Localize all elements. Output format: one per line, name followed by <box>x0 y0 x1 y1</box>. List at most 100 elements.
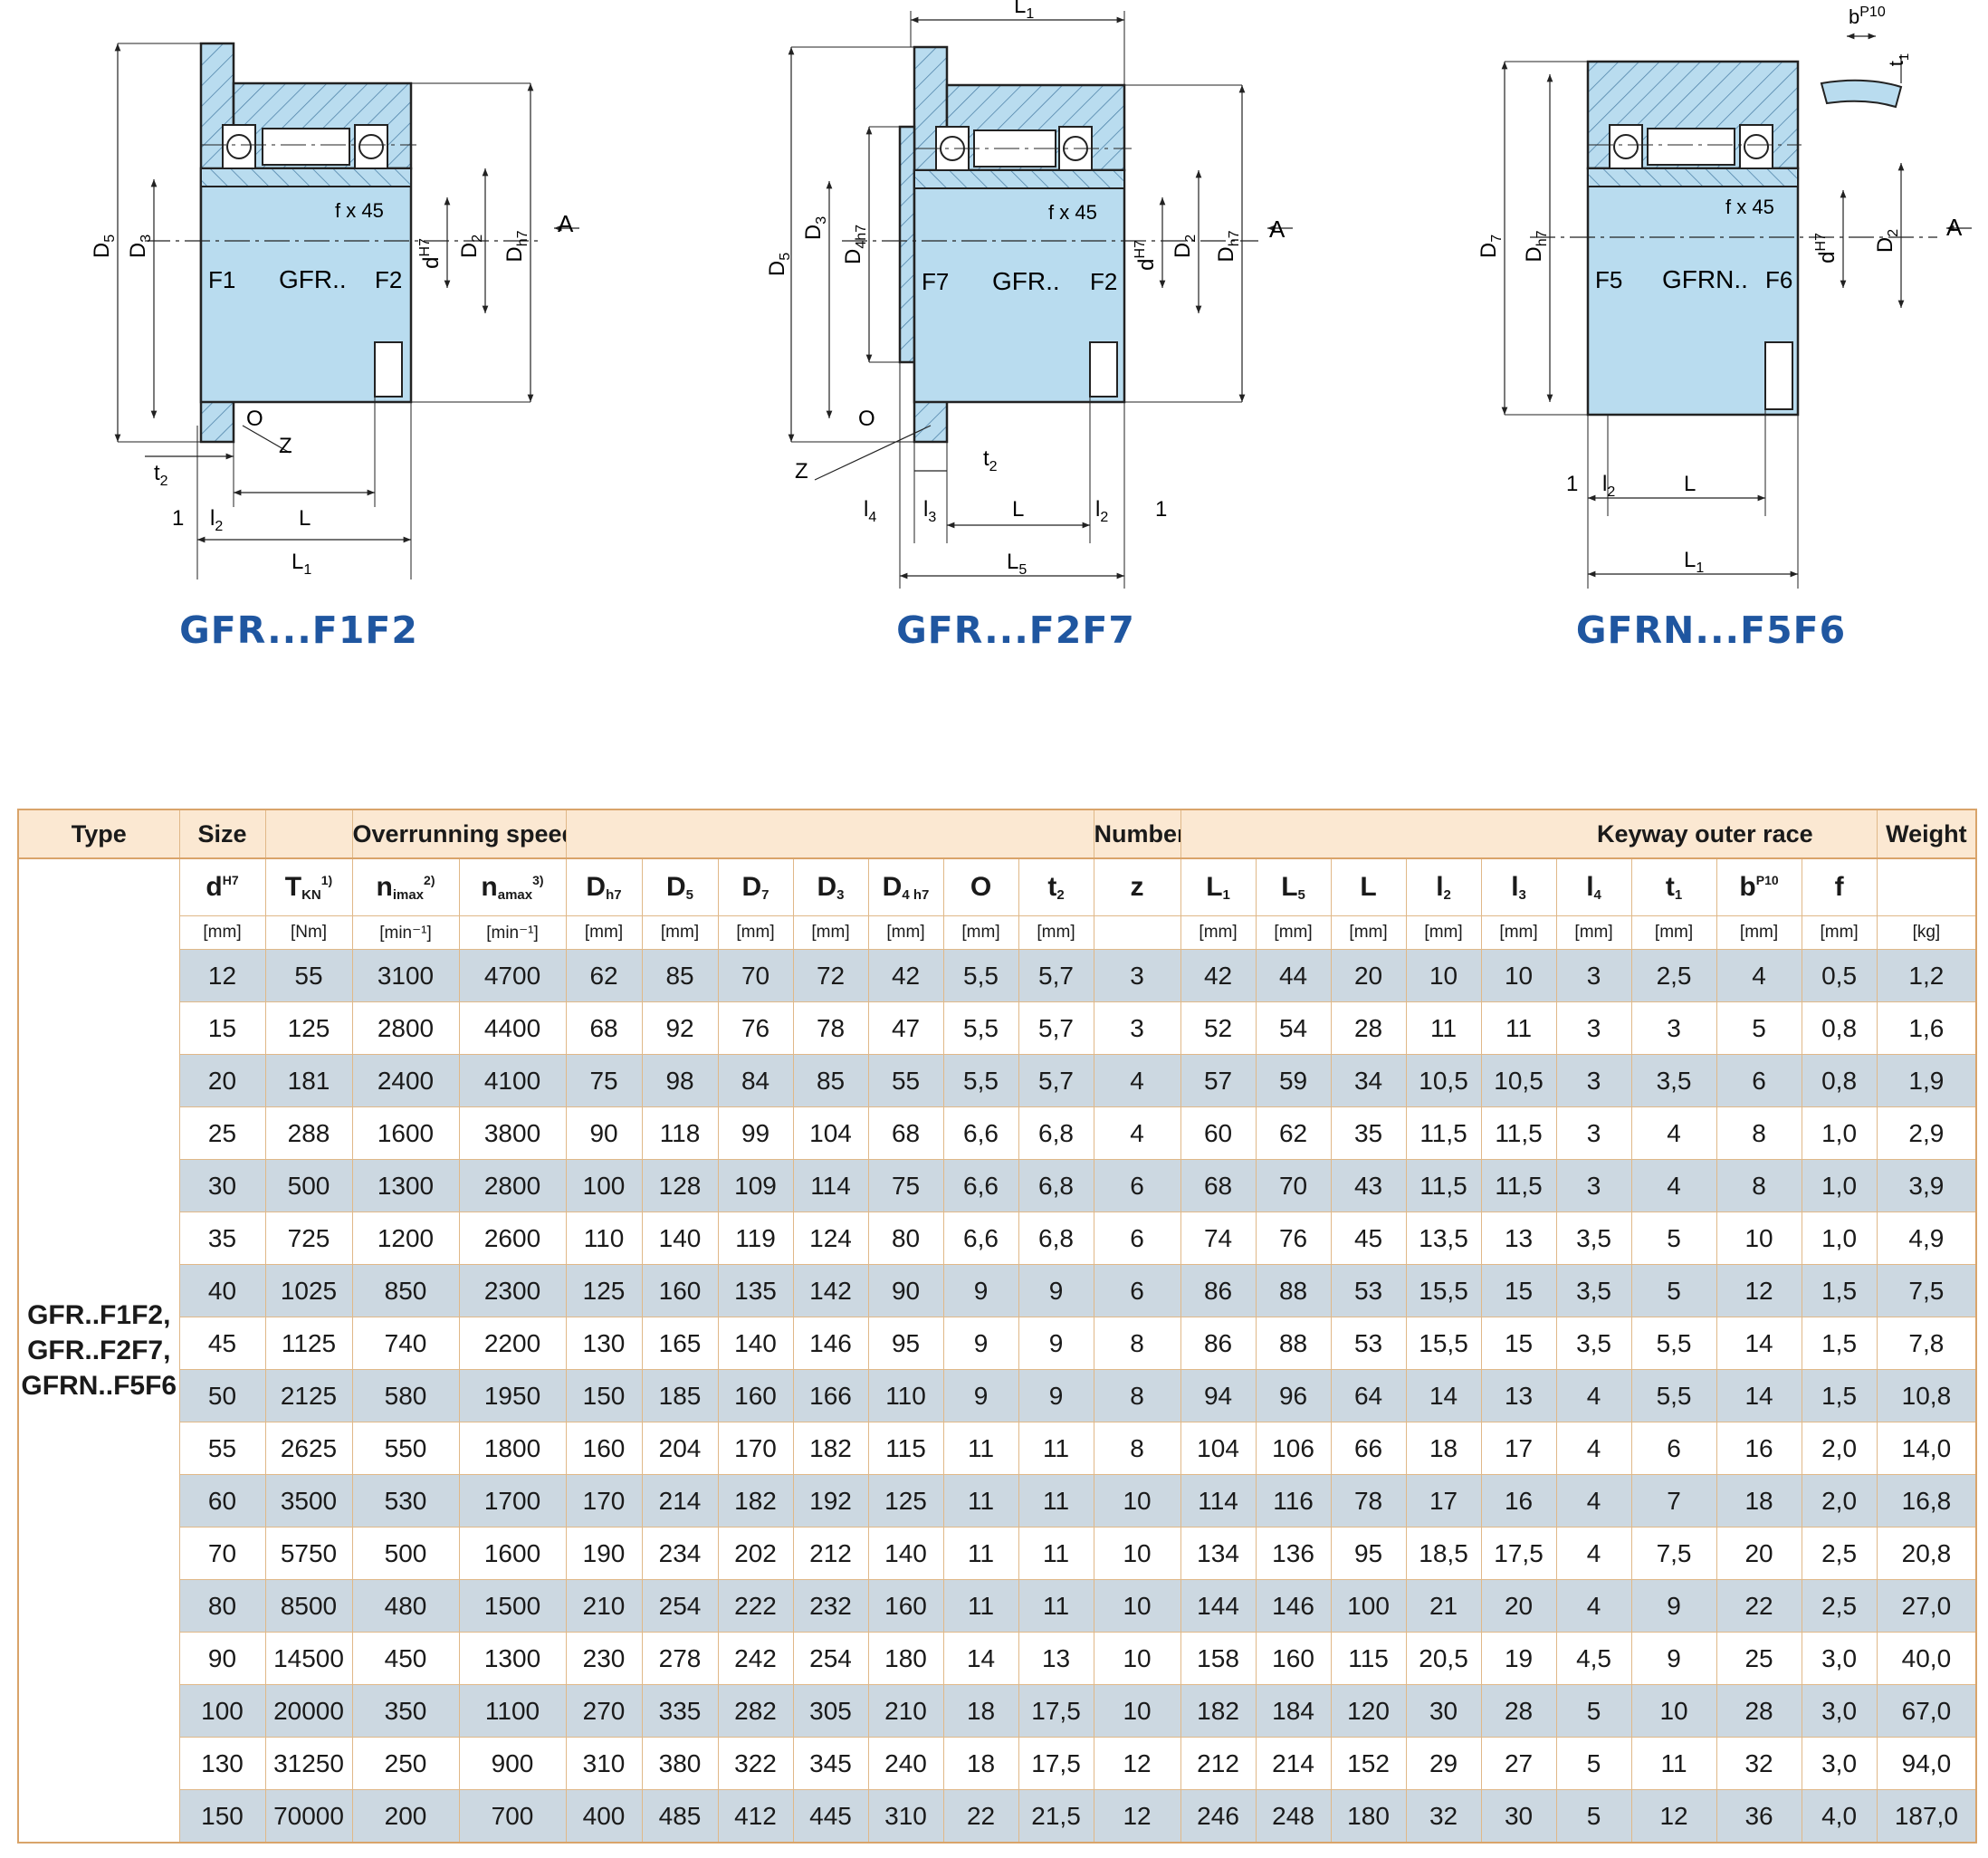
table-cell: 106 <box>1255 1422 1332 1475</box>
column-unit: [mm] <box>1630 915 1717 950</box>
column-symbol: TKN1) <box>264 857 353 916</box>
table-cell: 90 <box>867 1264 944 1317</box>
table-cell: 8 <box>1093 1422 1181 1475</box>
label-f7: F7 <box>922 268 949 295</box>
table-cell: 124 <box>792 1212 869 1265</box>
table-cell: 96 <box>1255 1369 1332 1422</box>
label-f5: F5 <box>1595 266 1622 293</box>
table-cell: 4 <box>1093 1106 1181 1160</box>
column-unit: [mm] <box>1018 915 1094 950</box>
table-cell: 70 <box>1255 1159 1332 1212</box>
table-cell: 13 <box>1018 1632 1094 1685</box>
label-a: A <box>1269 215 1286 243</box>
table-cell: 1025 <box>264 1264 353 1317</box>
symbol-text: n <box>376 872 393 902</box>
symbol-sup: 1) <box>320 873 333 887</box>
table-cell: 3 <box>1093 949 1181 1002</box>
table-cell: 130 <box>565 1317 643 1370</box>
table-cell: 7,5 <box>1876 1264 1977 1317</box>
label-dh7: Dh7 <box>502 230 530 262</box>
table-cell: 50 <box>178 1369 266 1422</box>
table-cell: 182 <box>792 1422 869 1475</box>
label-o: O <box>246 407 263 431</box>
table-cell: 160 <box>1255 1632 1332 1685</box>
label-type: GFR.. <box>279 265 347 293</box>
table-cell: 54 <box>1255 1001 1332 1055</box>
table-cell: 68 <box>867 1106 944 1160</box>
label-l: L <box>1684 472 1696 496</box>
column-unit: [mm] <box>1801 915 1878 950</box>
table-cell: 2,5 <box>1630 949 1717 1002</box>
table-cell: 78 <box>792 1001 869 1055</box>
table-cell: 10 <box>1093 1632 1181 1685</box>
table-cell: 30 <box>178 1159 266 1212</box>
column-unit <box>1093 915 1181 950</box>
table-cell: 190 <box>565 1527 643 1580</box>
table-cell: 4,0 <box>1801 1789 1878 1844</box>
table-cell: 5 <box>1716 1001 1802 1055</box>
table-cell: 62 <box>1255 1106 1332 1160</box>
table-cell: 160 <box>717 1369 794 1422</box>
table-cell: 11,5 <box>1480 1159 1557 1212</box>
table-cell: 5 <box>1630 1264 1717 1317</box>
table-cell: 78 <box>1330 1474 1407 1528</box>
caption-gfr-f1f2: GFR...F1F2 <box>179 608 418 652</box>
table-cell: 98 <box>641 1054 719 1107</box>
column-symbol: nimax2) <box>351 857 460 916</box>
column-unit: [mm] <box>1405 915 1482 950</box>
table-cell: 20,5 <box>1405 1632 1482 1685</box>
table-cell: 59 <box>1255 1054 1332 1107</box>
symbol-text: L <box>1360 872 1377 902</box>
table-cell: 53 <box>1330 1264 1407 1317</box>
header-type: Type <box>17 809 180 859</box>
table-cell: 11 <box>942 1527 1019 1580</box>
symbol-text: D <box>741 872 762 902</box>
table-cell: 2,9 <box>1876 1106 1977 1160</box>
table-cell: 0,8 <box>1801 1001 1878 1055</box>
table-cell: 2300 <box>458 1264 567 1317</box>
table-cell: 1100 <box>458 1684 567 1738</box>
table-cell: 68 <box>1180 1159 1257 1212</box>
table-cell: 8 <box>1716 1159 1802 1212</box>
table-cell: 10 <box>1480 949 1557 1002</box>
table-cell: 850 <box>351 1264 460 1317</box>
symbol-text: l <box>1511 872 1519 902</box>
symbol-text: L <box>1206 872 1223 902</box>
type-cell: GFR..F1F2, GFR..F2F7, GFRN..F5F6 <box>17 857 180 1844</box>
table-cell: 158 <box>1180 1632 1257 1685</box>
label-z: Z <box>795 459 808 484</box>
table-cell: 95 <box>1330 1527 1407 1580</box>
table-cell: 20 <box>1480 1579 1557 1633</box>
table-cell: 3 <box>1555 1159 1632 1212</box>
label-d3: D3 <box>801 216 829 240</box>
table-cell: 140 <box>717 1317 794 1370</box>
symbol-sup: 2) <box>424 873 435 887</box>
table-cell: 200 <box>351 1789 460 1844</box>
table-cell: 210 <box>565 1579 643 1633</box>
label-d5: D5 <box>765 253 793 276</box>
header-weight: Weight <box>1876 809 1977 859</box>
table-cell: 1600 <box>458 1527 567 1580</box>
symbol-text: T <box>284 872 302 902</box>
table-cell: 11 <box>1018 1474 1094 1528</box>
table-cell: 80 <box>178 1579 266 1633</box>
table-cell: 9 <box>1018 1264 1094 1317</box>
table-cell: 182 <box>1180 1684 1257 1738</box>
table-cell: 182 <box>717 1474 794 1528</box>
table-cell: 109 <box>717 1159 794 1212</box>
table-cell: 52 <box>1180 1001 1257 1055</box>
table-cell: 125 <box>264 1001 353 1055</box>
symbol-sub: 5 <box>1297 887 1305 903</box>
table-cell: 85 <box>792 1054 869 1107</box>
label-l2: l2 <box>1095 497 1108 525</box>
table-cell: 1,0 <box>1801 1159 1878 1212</box>
table-cell: 13 <box>1480 1369 1557 1422</box>
symbol-text: b <box>1739 872 1756 902</box>
table-cell: 5,5 <box>942 1001 1019 1055</box>
column-unit: [mm] <box>1255 915 1332 950</box>
symbol-text: l <box>1586 872 1594 902</box>
label-dh7: Dh7 <box>1214 230 1242 262</box>
header-unit-row: [mm][Nm][min⁻¹][min⁻¹][mm][mm][mm][mm][m… <box>18 915 1977 950</box>
label-d: dH7 <box>417 238 444 269</box>
